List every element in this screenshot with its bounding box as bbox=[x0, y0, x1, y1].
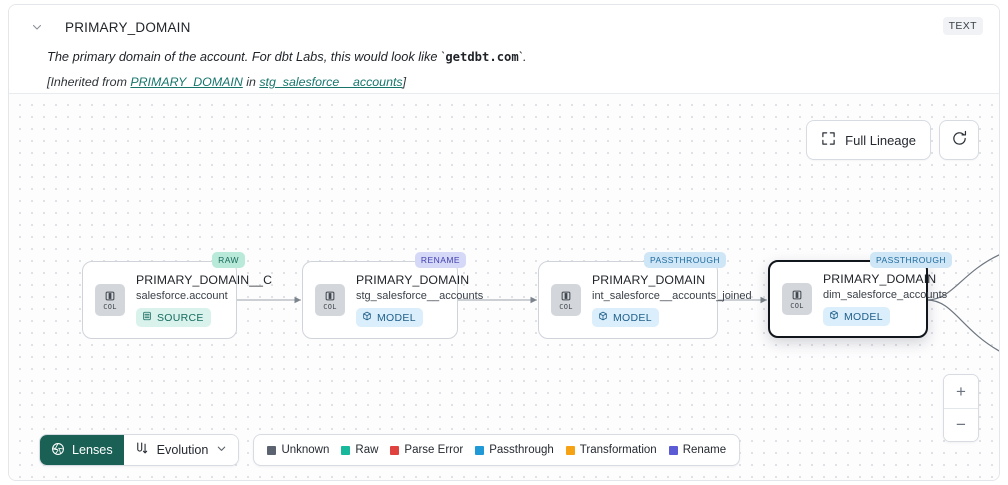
node-subtitle: stg_salesforce__accounts bbox=[356, 290, 484, 302]
legend-label: Transformation bbox=[579, 444, 657, 456]
node-subtitle: salesforce.account bbox=[136, 290, 228, 302]
canvas-toolbar: Full Lineage bbox=[806, 120, 979, 160]
node-subtitle: dim_salesforce_accounts bbox=[823, 289, 948, 301]
chevron-down-icon[interactable] bbox=[29, 19, 45, 35]
node-kind-badge: MODEL bbox=[823, 307, 890, 326]
inherited-from-note: [Inherited from PRIMARY_DOMAIN in stg_sa… bbox=[47, 75, 983, 91]
node-kind-label: MODEL bbox=[844, 310, 883, 323]
legend-item-unknown: Unknown bbox=[267, 444, 329, 456]
col-icon: COL bbox=[315, 284, 345, 316]
refresh-button[interactable] bbox=[939, 120, 979, 160]
description-prefix: The primary domain of the account. For d… bbox=[47, 49, 446, 64]
expand-corners-icon bbox=[821, 131, 836, 149]
full-lineage-label: Full Lineage bbox=[845, 132, 916, 148]
node-kind-badge: SOURCE bbox=[136, 308, 211, 327]
node-title: PRIMARY_DOMAIN bbox=[356, 273, 470, 287]
legend-label: Rename bbox=[682, 444, 727, 456]
col-icon-label: COL bbox=[559, 302, 573, 311]
node-kind-label: SOURCE bbox=[157, 311, 204, 324]
zoom-in-button[interactable]: + bbox=[944, 375, 978, 408]
legend-swatch bbox=[668, 445, 678, 455]
database-icon bbox=[142, 311, 152, 324]
legend-item-rename: Rename bbox=[668, 444, 727, 456]
inherited-column-link[interactable]: PRIMARY_DOMAIN bbox=[130, 75, 243, 90]
cube-icon bbox=[829, 310, 839, 323]
node-tag-passthrough: PASSTHROUGH bbox=[644, 252, 726, 268]
inherited-suffix: ] bbox=[402, 75, 407, 90]
col-icon: COL bbox=[782, 283, 812, 315]
inherited-middle: in bbox=[242, 75, 260, 90]
legend-swatch bbox=[267, 445, 277, 455]
inherited-prefix: [Inherited from bbox=[47, 75, 131, 90]
type-badge: TEXT bbox=[942, 17, 983, 35]
node-kind-label: MODEL bbox=[613, 311, 652, 324]
node-tag-rename: RENAME bbox=[414, 252, 466, 268]
node-tag-passthrough: PASSTHROUGH bbox=[870, 252, 952, 268]
evolution-label: Evolution bbox=[156, 443, 209, 457]
node-kind-label: MODEL bbox=[377, 311, 416, 324]
lineage-canvas[interactable]: Full Lineage RAW bbox=[9, 93, 999, 480]
chevron-down-icon bbox=[216, 443, 227, 457]
lineage-node-dim-salesforce-accounts[interactable]: PASSTHROUGH COL PRIMARY_DOMAIN dim_sales… bbox=[768, 252, 952, 338]
legend-item-parse-error: Parse Error bbox=[390, 444, 463, 456]
column-glyph-icon bbox=[791, 289, 803, 301]
lineage-node-int-salesforce-accounts-joined[interactable]: PASSTHROUGH COL PRIMARY_DOMAIN int_sales… bbox=[538, 252, 752, 339]
node-tag-raw: RAW bbox=[212, 252, 245, 268]
legend-label: Parse Error bbox=[404, 444, 464, 456]
legend-item-passthrough: Passthrough bbox=[475, 444, 554, 456]
canvas-bottom-bar: Lenses Evolution bbox=[39, 434, 741, 466]
evolution-dropdown[interactable]: Evolution bbox=[123, 435, 239, 465]
legend-swatch bbox=[475, 445, 485, 455]
node-title: PRIMARY_DOMAIN bbox=[823, 272, 937, 286]
lenses-button[interactable]: Lenses bbox=[40, 435, 124, 465]
node-subtitle: int_salesforce__accounts_joined bbox=[592, 290, 752, 302]
column-description: The primary domain of the account. For d… bbox=[47, 49, 983, 65]
node-title: PRIMARY_DOMAIN bbox=[592, 273, 706, 287]
full-lineage-button[interactable]: Full Lineage bbox=[806, 120, 931, 160]
cube-icon bbox=[362, 311, 372, 324]
page-title: PRIMARY_DOMAIN bbox=[65, 19, 191, 35]
legend-item-transformation: Transformation bbox=[565, 444, 657, 456]
legend-swatch bbox=[390, 445, 400, 455]
description-code: getdbt.com bbox=[445, 50, 519, 64]
legend-swatch bbox=[565, 445, 575, 455]
cube-icon bbox=[598, 311, 608, 324]
inherited-model-link[interactable]: stg_salesforce__accounts bbox=[259, 75, 403, 90]
col-icon-label: COL bbox=[323, 302, 337, 311]
lineage-node-salesforce-account[interactable]: RAW COL PRIMARY_DOMAIN__C salesforce.acc… bbox=[82, 252, 272, 339]
evolution-icon bbox=[134, 441, 149, 459]
legend-swatch bbox=[341, 445, 351, 455]
node-kind-badge: MODEL bbox=[592, 308, 659, 327]
column-glyph-icon bbox=[104, 290, 116, 302]
column-glyph-icon bbox=[560, 290, 572, 302]
col-icon-label: COL bbox=[103, 302, 117, 311]
lineage-node-stg-salesforce-accounts[interactable]: RENAME COL PRIMARY_DOMAIN stg_salesforce… bbox=[302, 252, 483, 339]
lineage-legend: Unknown Raw Parse Error Passthrough Tran… bbox=[253, 434, 741, 466]
legend-item-raw: Raw bbox=[341, 444, 378, 456]
node-title: PRIMARY_DOMAIN__C bbox=[136, 273, 273, 287]
column-glyph-icon bbox=[324, 290, 336, 302]
col-icon-label: COL bbox=[790, 301, 804, 310]
lenses-control-group: Lenses Evolution bbox=[39, 434, 240, 466]
refresh-icon bbox=[951, 130, 968, 150]
description-suffix: `. bbox=[518, 49, 527, 64]
legend-label: Passthrough bbox=[489, 444, 554, 456]
legend-label: Raw bbox=[355, 444, 379, 456]
panel-header: PRIMARY_DOMAIN TEXT The primary domain o… bbox=[9, 5, 999, 101]
column-lineage-panel: PRIMARY_DOMAIN TEXT The primary domain o… bbox=[8, 4, 1000, 481]
aperture-icon bbox=[51, 442, 65, 459]
lenses-label: Lenses bbox=[72, 443, 113, 457]
node-kind-badge: MODEL bbox=[356, 308, 423, 327]
legend-label: Unknown bbox=[281, 444, 330, 456]
zoom-controls: + − bbox=[943, 374, 979, 442]
col-icon: COL bbox=[551, 284, 581, 316]
zoom-out-button[interactable]: − bbox=[944, 408, 978, 441]
col-icon: COL bbox=[95, 284, 125, 316]
